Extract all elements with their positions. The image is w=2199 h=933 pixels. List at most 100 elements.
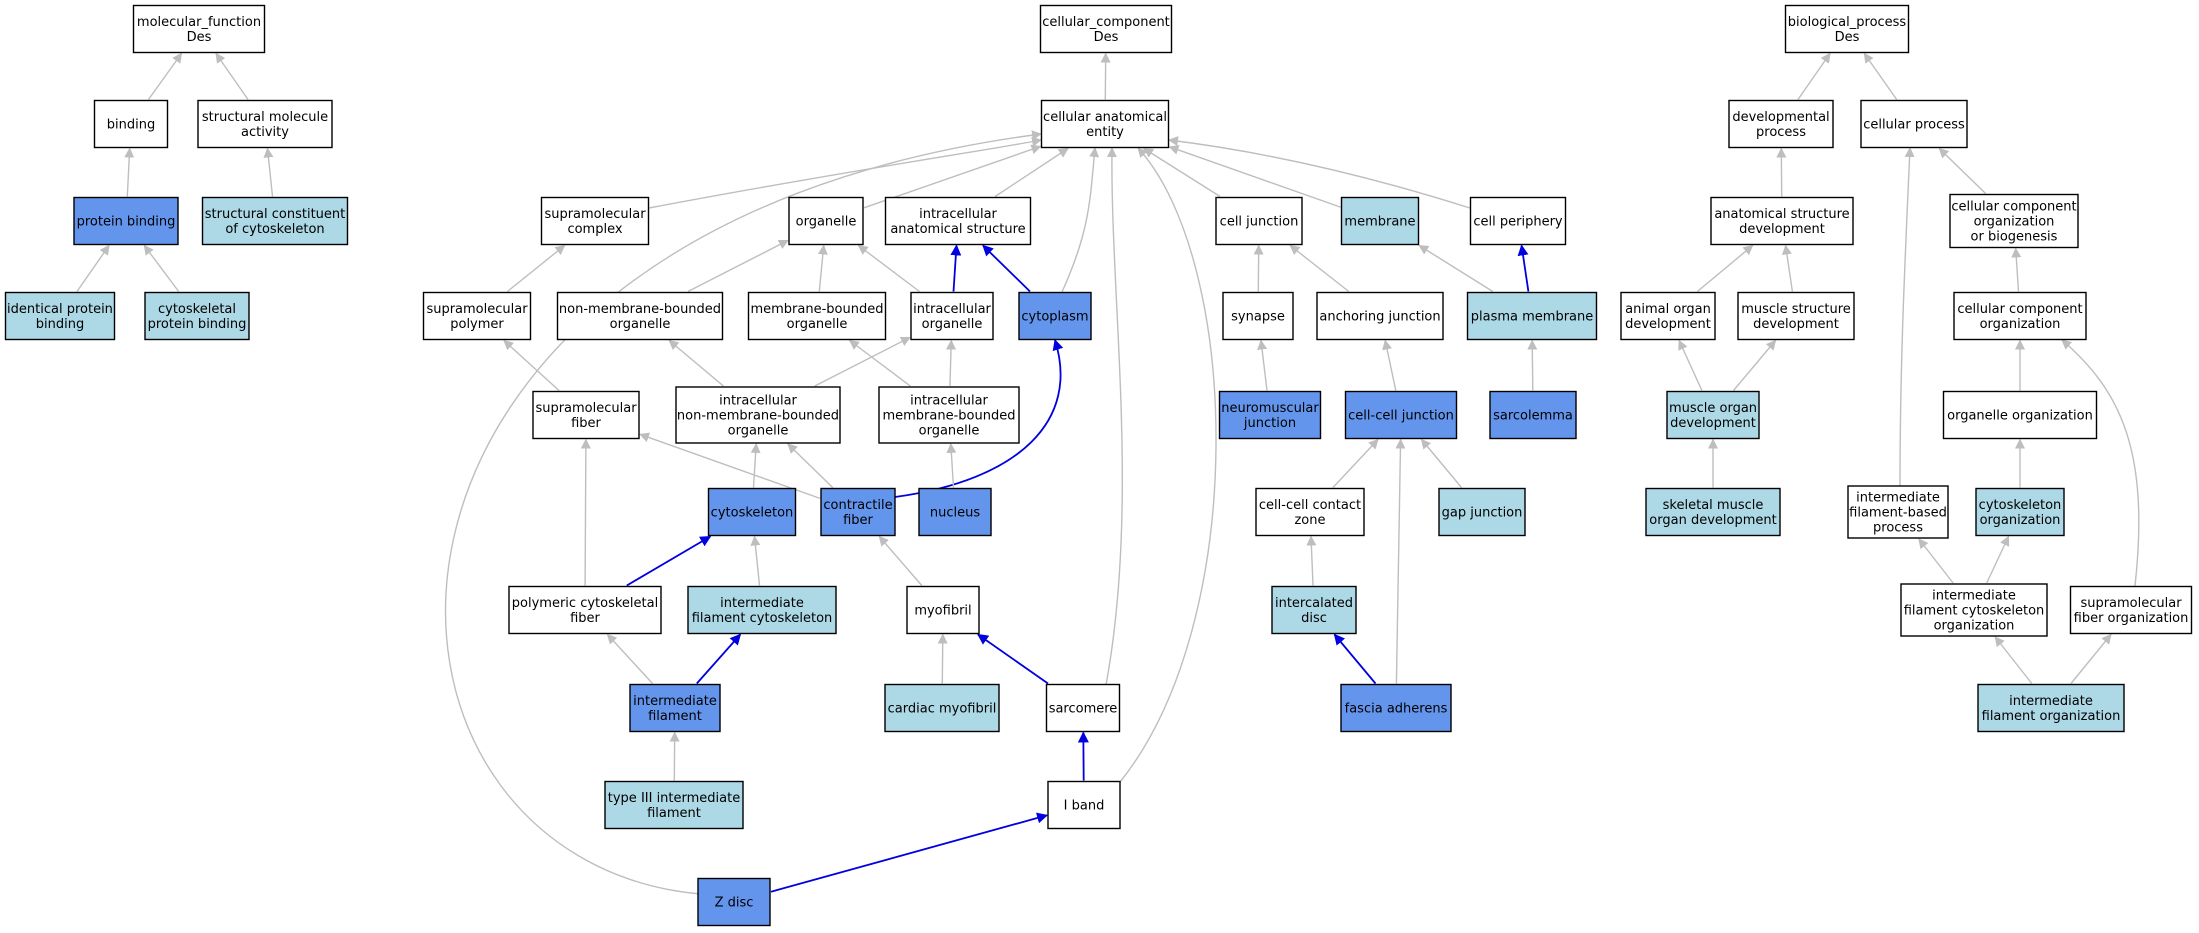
node-membrane[interactable]: membrane bbox=[1340, 196, 1420, 246]
node-box bbox=[878, 386, 1020, 444]
node-z-disc[interactable]: Z disc bbox=[697, 877, 771, 927]
node-cell-periphery[interactable]: cell periphery bbox=[1469, 196, 1567, 246]
node-label-line: organization bbox=[1974, 215, 2055, 230]
node-label-line: nucleus bbox=[930, 506, 980, 521]
node-gap-junction[interactable]: gap junction bbox=[1438, 487, 1526, 537]
edge-non-membrane-bounded-organelle-to-organelle bbox=[687, 239, 789, 293]
node-synapse[interactable]: synapse bbox=[1222, 291, 1294, 341]
edge-intracellular-membrane-bounded-organelle-to-intracellular-organelle bbox=[946, 339, 957, 387]
node-label-line: myofibril bbox=[914, 604, 971, 619]
edge-anchoring-junction-to-cell-junction bbox=[1289, 244, 1350, 293]
node-label-line: cellular component bbox=[1951, 200, 2076, 215]
node-cell-junction[interactable]: cell junction bbox=[1215, 196, 1303, 246]
node-box bbox=[1900, 583, 2048, 637]
node-intracellular-non-membrane-bounded-organelle[interactable]: intracellularnon-membrane-boundedorganel… bbox=[675, 386, 841, 444]
node-label-line: organelle bbox=[796, 215, 857, 230]
node-box bbox=[1271, 585, 1357, 635]
edge-polymeric-cytoskeletal-fiber-to-cytoskeleton bbox=[626, 535, 712, 587]
node-nucleus[interactable]: nucleus bbox=[918, 487, 992, 537]
node-box bbox=[1942, 390, 2098, 440]
node-cytoplasm[interactable]: cytoplasm bbox=[1018, 291, 1092, 341]
node-cardiac-myofibril[interactable]: cardiac myofibril bbox=[884, 683, 1000, 733]
node-label-line: cytoskeletal bbox=[158, 302, 236, 317]
node-label-line: or biogenesis bbox=[1971, 230, 2058, 245]
node-cellular-process[interactable]: cellular process bbox=[1860, 99, 1968, 149]
node-label-line: filament-based bbox=[1849, 506, 1947, 521]
node-sarcolemma[interactable]: sarcolemma bbox=[1489, 390, 1577, 440]
node-organelle-organization[interactable]: organelle organization bbox=[1942, 390, 2098, 440]
node-cell-cell-junction[interactable]: cell-cell junction bbox=[1344, 390, 1458, 440]
node-fascia-adherens[interactable]: fascia adherens bbox=[1340, 683, 1452, 733]
edge-sarcomere-to-cellular-anatomical-entity bbox=[1105, 147, 1124, 686]
edge-z-disc-to-cellular-anatomical-entity bbox=[444, 130, 1042, 895]
node-plasma-membrane[interactable]: plasma membrane bbox=[1466, 291, 1598, 341]
node-binding[interactable]: binding bbox=[93, 99, 169, 149]
node-organelle[interactable]: organelle bbox=[788, 196, 864, 246]
node-box bbox=[697, 877, 771, 927]
node-box bbox=[1344, 390, 1458, 440]
node-cytoskeleton[interactable]: cytoskeleton bbox=[707, 487, 797, 537]
node-label-line: I band bbox=[1064, 799, 1105, 814]
node-label-line: cell junction bbox=[1220, 215, 1299, 230]
node-protein-binding[interactable]: protein binding bbox=[73, 196, 179, 246]
edge-identical-protein-binding-to-protein-binding bbox=[76, 244, 110, 292]
node-label-line: filament bbox=[648, 709, 702, 724]
node-box bbox=[604, 780, 744, 830]
node-anchoring-junction[interactable]: anchoring junction bbox=[1316, 291, 1444, 341]
node-label-line: organelle bbox=[728, 424, 789, 439]
node-box bbox=[1489, 390, 1577, 440]
node-label-line: sarcomere bbox=[1049, 702, 1118, 717]
edge-intracellular-anatomical-structure-to-cellular-anatomical-entity bbox=[994, 147, 1069, 198]
edge-supramolecular-polymer-to-supramolecular-complex bbox=[506, 244, 566, 293]
node-box bbox=[1737, 291, 1855, 341]
edge-cell-junction-to-cellular-anatomical-entity bbox=[1143, 147, 1221, 198]
node-label-line: supramolecular bbox=[535, 401, 637, 416]
edge-plasma-membrane-to-membrane bbox=[1418, 244, 1494, 293]
node-box bbox=[884, 196, 1032, 246]
edge-plasma-membrane-to-cell-periphery bbox=[1517, 244, 1530, 292]
edge-intermediate-filament-organization-to-supramolecular-fiber-organization bbox=[2070, 633, 2112, 684]
node-myofibril[interactable]: myofibril bbox=[906, 585, 980, 635]
node-sarcomere[interactable]: sarcomere bbox=[1045, 683, 1121, 733]
edge-cellular-process-to-bp-root bbox=[1863, 52, 1898, 100]
node-i-band[interactable]: I band bbox=[1047, 780, 1121, 830]
node-label-line: development bbox=[1670, 416, 1756, 431]
